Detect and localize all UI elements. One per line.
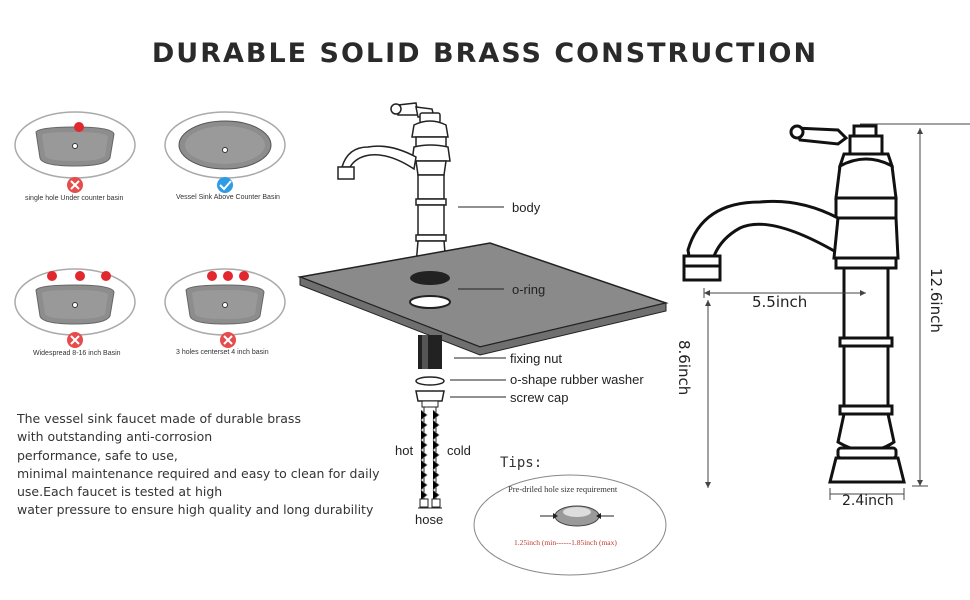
- basin-vessel: [164, 111, 286, 193]
- basin-single-hole: [14, 111, 136, 193]
- description-line: with outstanding anti-corrosion: [17, 429, 213, 445]
- page-title: DURABLE SOLID BRASS CONSTRUCTION: [151, 38, 819, 69]
- label-rubber-washer: o-shape rubber washer: [510, 372, 644, 387]
- counter-top: [297, 242, 669, 348]
- dimension-base-width: 2.4inch: [842, 493, 894, 509]
- rubber-washer: [415, 376, 445, 386]
- faucet-dimension-diagram: [682, 123, 970, 500]
- spout: [340, 145, 417, 171]
- tips-heading: Tips:: [500, 455, 543, 471]
- dimension-spout-reach: 5.5inch: [752, 293, 808, 311]
- basin-centerset: [164, 268, 286, 348]
- label-body: body: [512, 200, 541, 215]
- description-line: water pressure to ensure high quality an…: [17, 502, 374, 518]
- basin-caption-1: single hole Under counter basin: [25, 195, 124, 202]
- hole-size-caption: Pre-driled hole size requirement: [508, 484, 618, 494]
- label-o-ring: o-ring: [512, 282, 546, 297]
- faucet-hole-marker: [74, 122, 84, 132]
- product-description: The vessel sink faucet made of durable b…: [17, 410, 397, 520]
- basin-caption-4: 3 holes centerset 4 inch basin: [176, 349, 269, 356]
- label-cold: cold: [447, 443, 471, 458]
- screw-cap: [415, 390, 445, 402]
- dimension-total-height: 12.6inch: [927, 268, 945, 333]
- label-fixing-nut: fixing nut: [510, 351, 563, 366]
- check-icon: [217, 177, 233, 193]
- o-ring: [409, 295, 451, 309]
- basin-caption-3: Widespread 8-16 inch Basin: [33, 350, 121, 357]
- description-line: minimal maintenance required and easy to…: [17, 465, 380, 481]
- exploded-faucet-diagram: [297, 102, 669, 509]
- label-screw-cap: screw cap: [510, 390, 569, 405]
- description-line: performance, safe to use,: [17, 447, 178, 463]
- hole-size-diagram: [473, 474, 667, 576]
- basin-widespread: [14, 268, 136, 348]
- label-hose: hose: [415, 512, 444, 527]
- basin-caption-2: Vessel Sink Above Counter Basin: [176, 194, 280, 201]
- label-hot: hot: [395, 443, 414, 458]
- dimension-spout-height: 8.6inch: [675, 340, 693, 396]
- fixing-nut: [418, 335, 442, 369]
- description-line: The vessel sink faucet made of durable b…: [17, 411, 301, 426]
- basin-diagrams: [14, 111, 286, 348]
- hole-size-range: 1.25inch (min------1.85inch (max): [514, 538, 617, 547]
- description-line: use.Each faucet is tested at high: [17, 484, 223, 500]
- spout: [686, 199, 840, 264]
